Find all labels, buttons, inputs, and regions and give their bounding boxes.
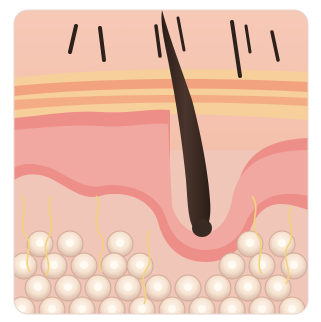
fat-cell-nucleus [18, 305, 26, 313]
fat-cell-nucleus [108, 305, 116, 313]
fat-cell-nucleus [116, 239, 124, 247]
fat-cell-nucleus [64, 283, 72, 291]
fat-cell-nucleus [274, 283, 282, 291]
fat-cell-nucleus [214, 283, 222, 291]
fat-cell-nucleus [258, 305, 266, 313]
fat-cell-nucleus [288, 305, 296, 313]
fat-cell-nucleus [48, 305, 56, 313]
fat-cell-nucleus [228, 261, 236, 269]
hair-bulb [192, 219, 212, 237]
fat-cell-nucleus [246, 239, 254, 247]
fat-cell-nucleus [94, 283, 102, 291]
fat-cell-nucleus [184, 283, 192, 291]
fat-cell-nucleus [168, 305, 176, 313]
fat-cell-nucleus [244, 283, 252, 291]
fat-cell-nucleus [36, 239, 44, 247]
fat-cell-nucleus [34, 283, 42, 291]
fat-cell-nucleus [228, 305, 236, 313]
fat-cell-nucleus [80, 261, 88, 269]
fat-cell-nucleus [124, 283, 132, 291]
fat-cell-nucleus [198, 305, 206, 313]
fat-cell-nucleus [278, 239, 286, 247]
fat-cell-nucleus [290, 261, 298, 269]
fat-cell-nucleus [154, 283, 162, 291]
fat-cell-nucleus [136, 261, 144, 269]
fat-cell-nucleus [66, 239, 74, 247]
fat-cell-nucleus [138, 305, 146, 313]
fat-cell-nucleus [110, 261, 118, 269]
fat-cell-nucleus [78, 305, 86, 313]
fat-cell-nucleus [50, 261, 58, 269]
